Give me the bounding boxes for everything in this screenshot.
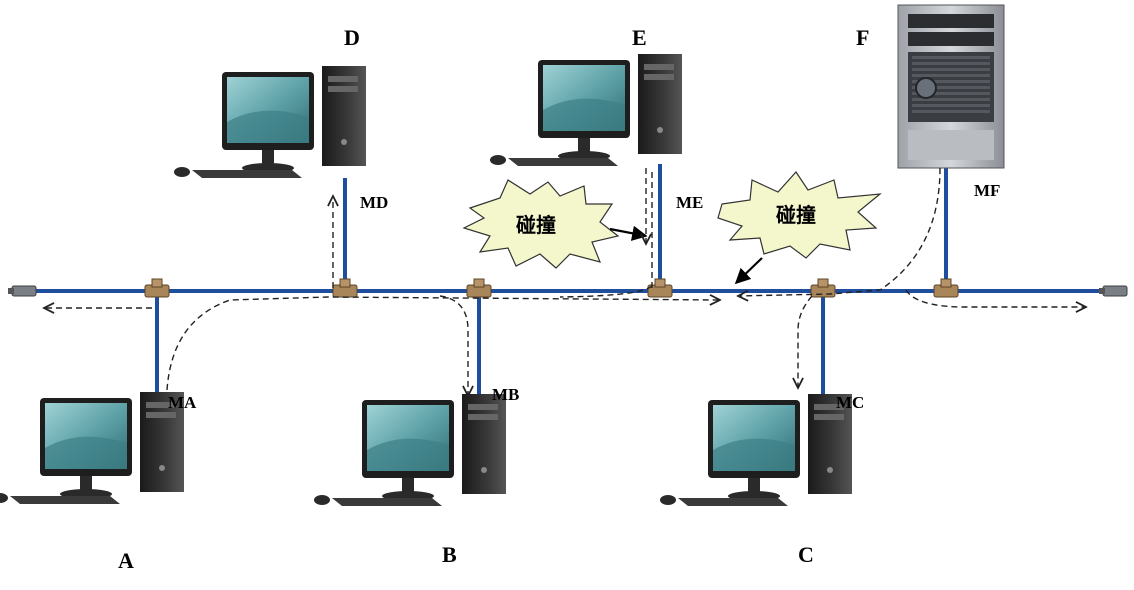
node-label-b: B	[442, 542, 457, 567]
tee-connector-a	[144, 278, 170, 298]
tee-connector-f	[933, 278, 959, 298]
terminator-left	[7, 285, 37, 297]
nic-label-me: ME	[676, 193, 703, 212]
computer-d-icon	[174, 66, 366, 178]
computer-a-icon	[0, 392, 184, 504]
signal-path-a-right	[166, 297, 720, 391]
computer-b-icon	[314, 394, 506, 506]
nic-label-mc: MC	[836, 393, 864, 412]
tee-connector-b	[466, 278, 492, 298]
signal-path-to-c	[798, 295, 813, 388]
nic-label-mf: MF	[974, 181, 1000, 200]
nic-label-ma: MA	[168, 393, 197, 412]
collision-label-2: 碰撞	[776, 203, 816, 227]
node-label-f: F	[856, 25, 869, 50]
node-label-c: C	[798, 542, 814, 567]
signal-path-f-right	[905, 289, 1086, 307]
computer-e-icon	[490, 54, 682, 166]
terminator-right	[1098, 285, 1128, 297]
server-f-icon	[897, 4, 1005, 169]
signal-path-to-b	[439, 295, 468, 396]
node-label-a: A	[118, 548, 134, 573]
collision-arrow-2	[734, 257, 763, 285]
collision-arrow-1	[609, 225, 648, 241]
signal-path-f-left	[738, 167, 941, 296]
collision-burst-2	[717, 171, 882, 259]
collision-label-1: 碰撞	[516, 213, 556, 237]
node-label-e: E	[632, 25, 647, 50]
nic-label-md: MD	[360, 193, 388, 212]
collision-burst-1	[462, 179, 620, 269]
nic-label-mb: MB	[492, 385, 519, 404]
computer-c-icon	[660, 394, 852, 506]
tee-connector-d	[332, 278, 358, 298]
node-label-d: D	[344, 25, 360, 50]
signal-path-from-e-left	[559, 285, 653, 298]
